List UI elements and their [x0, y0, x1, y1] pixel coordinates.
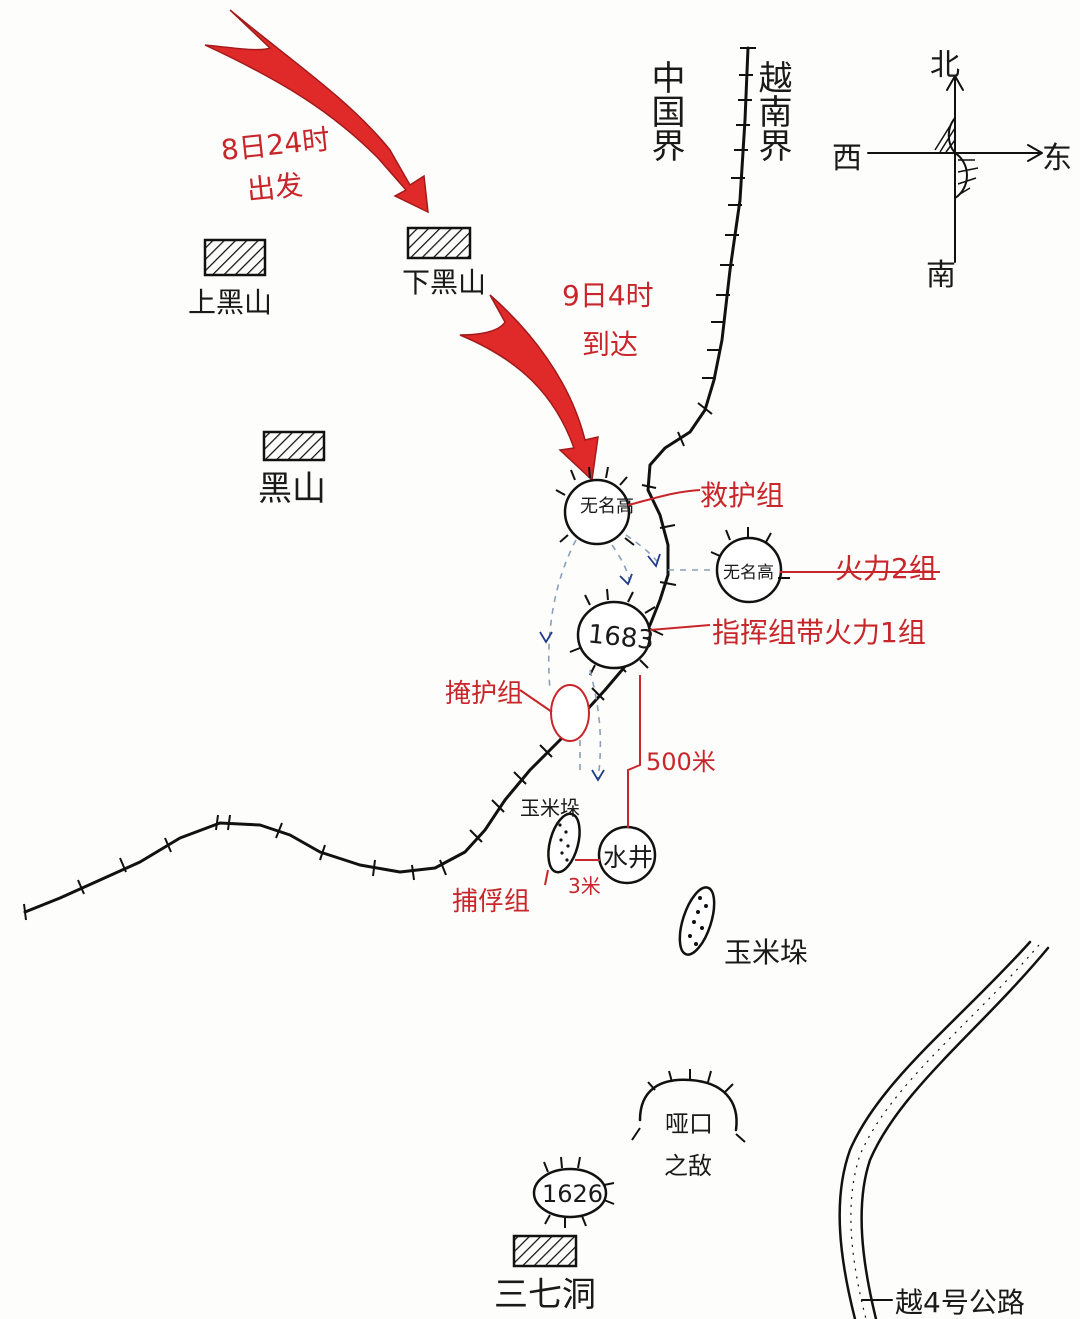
- hill-1626-label: 1626: [542, 1180, 603, 1208]
- hill-unnamed-2-label: 无名高: [723, 563, 774, 583]
- village-heishan: 黑山: [258, 469, 326, 509]
- village-sanqidong: 三七洞: [494, 1275, 596, 1315]
- departure-time: 8日24时: [219, 123, 331, 167]
- hill-1626: [532, 1156, 615, 1228]
- unit-capture: 捕俘组: [452, 887, 530, 917]
- vietnam-border-label: 越南界: [752, 60, 792, 162]
- unit-command: 指挥组带火力1组: [712, 616, 926, 649]
- village-block-heishan: [262, 430, 326, 462]
- border-line: [23, 46, 756, 921]
- arrival-arrow: [459, 294, 599, 482]
- unit-leader-lines: [519, 489, 940, 886]
- village-block-shang-heishan: [203, 238, 267, 277]
- unit-cover: 掩护组: [445, 679, 523, 709]
- hill-yakou-label: 哑口: [665, 1110, 713, 1138]
- compass-east: 东: [1042, 141, 1072, 176]
- hill-unnamed-1-label: 无名高: [580, 496, 634, 517]
- china-border-label: 中国界: [645, 60, 685, 162]
- compass-west: 西: [832, 141, 862, 176]
- hill-yakou-enemy-label: 之敌: [664, 1152, 712, 1180]
- cornstack-1-label: 玉米垛: [520, 796, 580, 820]
- hill-1683: [569, 588, 656, 676]
- arrival-time: 9日4时: [562, 279, 654, 312]
- cornstack-2-shape: [678, 886, 716, 956]
- road-label: 越4号公路: [895, 1286, 1025, 1319]
- unit-rescue: 救护组: [700, 479, 784, 512]
- cover-group-zone: [550, 684, 590, 742]
- compass-north: 北: [930, 48, 960, 83]
- arrival-action: 到达: [582, 328, 638, 361]
- departure-action: 出发: [245, 168, 304, 207]
- village-block-xia-heishan: [406, 226, 472, 260]
- cornstack-1-shape: [547, 812, 581, 874]
- compass-east-half: [954, 151, 968, 200]
- movement-paths: [539, 534, 715, 782]
- hill-unnamed-1: [555, 466, 635, 546]
- unit-fire2: 火力2组: [835, 552, 937, 585]
- village-xia-heishan: 下黑山: [402, 266, 486, 299]
- compass-south: 南: [926, 258, 956, 293]
- hill-unnamed-2: [710, 527, 790, 604]
- hill-1683-label: 1683: [586, 619, 655, 656]
- compass-rose: [867, 75, 1043, 263]
- departure-arrow: [204, 9, 429, 214]
- hill-yakou: [631, 1069, 746, 1143]
- well-label: 水井: [603, 843, 653, 872]
- cornstack-2-label: 玉米垛: [724, 936, 808, 969]
- village-shang-heishan: 上黑山: [188, 286, 272, 319]
- distance-500: 500米: [646, 748, 716, 776]
- distance-3: 3米: [568, 874, 601, 898]
- village-block-sanqidong: [512, 1234, 578, 1268]
- road-yue4: [838, 940, 1050, 1319]
